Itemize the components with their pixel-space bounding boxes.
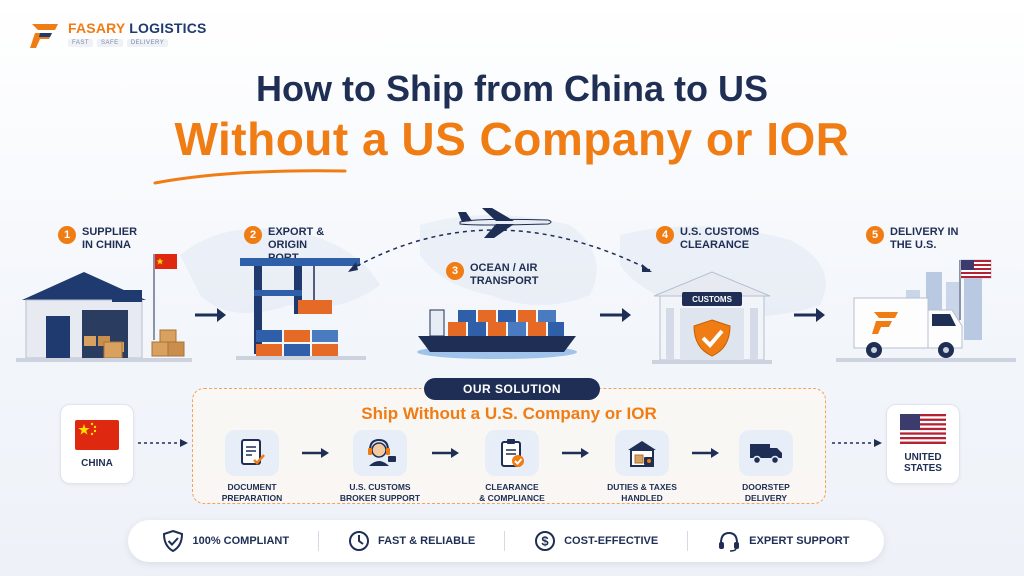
flow-arrow (195, 308, 226, 322)
origin-china-card: CHINA (60, 404, 134, 484)
delivery-truck-illustration (836, 259, 1016, 362)
clipboard-check-icon (485, 430, 539, 476)
svg-text:$: $ (541, 534, 549, 549)
step-text: U.S. CUSTOMS CLEARANCE (680, 226, 760, 251)
flow-arrow (600, 308, 631, 322)
solution-step-clearance-compliance: CLEARANCE& COMPLIANCE (462, 430, 562, 504)
truck-icon (739, 430, 793, 476)
fasary-logo-icon (30, 24, 58, 48)
dashed-arrow (832, 439, 882, 447)
title-underline-swoosh (153, 169, 347, 185)
dollar-icon: $ (535, 531, 556, 551)
destination-country-name: UNITED STATES (904, 452, 942, 474)
port-crane-illustration (236, 258, 366, 360)
step-number: 1 (58, 226, 76, 244)
dashed-arrow (138, 439, 188, 447)
title-line2: Without a US Company or IOR (174, 113, 850, 165)
solution-step-label: CLEARANCE& COMPLIANCE (479, 482, 545, 503)
step-number: 4 (656, 226, 674, 244)
brand-name-part1: FASARY (68, 20, 126, 36)
step-3-label: 3 OCEAN / AIR TRANSPORT (446, 262, 546, 288)
benefit-label: FAST & RELIABLE (378, 535, 476, 547)
customs-sign: CUSTOMS (682, 292, 742, 306)
benefit-expert-support: EXPERT SUPPORT (717, 530, 849, 552)
flow-arrow (562, 448, 589, 458)
flow-arrow (692, 448, 719, 458)
benefits-bar: 100% COMPLIANT FAST & RELIABLE $ COST-EF… (128, 520, 884, 562)
warehouse-box-icon (615, 430, 669, 476)
brand-tag: DELIVERY (126, 39, 169, 47)
benefit-label: COST-EFFECTIVE (564, 535, 659, 547)
brand-tag: FAST (68, 39, 94, 47)
document-check-icon (225, 430, 279, 476)
brand-name-part2: LOGISTICS (125, 20, 207, 36)
benefit-label: EXPERT SUPPORT (749, 535, 850, 547)
origin-country-name: CHINA (81, 457, 113, 469)
flow-arrow (432, 448, 459, 458)
airplane-icon (458, 208, 552, 238)
destination-usa-card: UNITED STATES (886, 404, 960, 484)
usa-flag-icon (900, 414, 946, 444)
headset-agent-icon (353, 430, 407, 476)
step-number: 5 (866, 226, 884, 244)
brand-tags: FAST SAFE DELIVERY (68, 39, 207, 47)
our-solution-pill: OUR SOLUTION (424, 378, 600, 400)
step-4-label: 4 U.S. CUSTOMS CLEARANCE (656, 226, 762, 252)
divider (504, 531, 506, 551)
step-number: 2 (244, 226, 262, 244)
benefit-cost-effective: $ COST-EFFECTIVE (534, 530, 658, 552)
flow-arrow (302, 448, 329, 458)
step-5-label: 5 DELIVERY IN THE U.S. (866, 226, 962, 252)
customs-building-shape (652, 271, 772, 364)
divider (687, 531, 689, 551)
brand-name: FASARY LOGISTICS (68, 20, 207, 36)
benefit-fast-reliable: FAST & RELIABLE (348, 530, 475, 552)
step-number: 3 (446, 262, 464, 280)
benefit-compliant: 100% COMPLIANT (162, 529, 289, 553)
cargo-ship-illustration (417, 309, 577, 359)
clock-icon (349, 531, 369, 551)
step-text: DELIVERY IN THE U.S. (890, 226, 959, 251)
divider (318, 531, 320, 551)
china-flag-icon (75, 419, 119, 450)
brand-tag: SAFE (97, 39, 123, 47)
benefit-label: 100% COMPLIANT (192, 535, 290, 547)
warehouse-illustration (16, 254, 192, 362)
step-1-label: 1 SUPPLIER IN CHINA (58, 226, 146, 252)
title-line1: How to Ship from China to US (256, 68, 768, 109)
headset-icon (719, 531, 740, 552)
flow-arrow (794, 308, 825, 322)
customs-building-illustration: CUSTOMS (650, 268, 774, 364)
step-text: SUPPLIER IN CHINA (82, 226, 138, 251)
step-text: OCEAN / AIR TRANSPORT (470, 262, 539, 287)
brand-logo: FASARY LOGISTICS FAST SAFE DELIVERY (28, 20, 207, 50)
solution-heading: Ship Without a U.S. Company or IOR (361, 404, 657, 423)
shield-check-icon (163, 529, 184, 553)
